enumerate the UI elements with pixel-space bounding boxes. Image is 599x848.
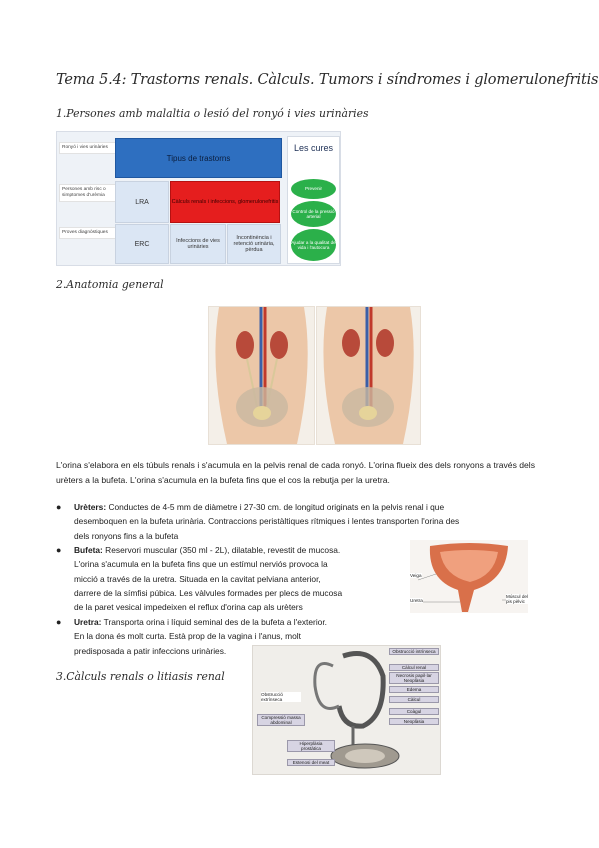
cures-oval-1: Prevenir: [291, 179, 336, 199]
cell-infections: Infeccions de vies urinàries: [170, 224, 226, 264]
bullet-dot: ●: [56, 545, 62, 555]
cures-oval-3: Ajudar a la qualitat de vida i l'autocur…: [291, 229, 336, 261]
disorders-header: Tipus de trastorns: [115, 138, 282, 178]
term-bladder: Bufeta:: [74, 545, 103, 555]
ureters-line-3: dels ronyons fins a la bufeta: [74, 530, 179, 541]
cell-red: Càlculs renals i infeccions, glomerulone…: [170, 181, 280, 223]
diagram-right-label-7: Neoplàsia: [389, 718, 439, 726]
section-2-heading: 2.Anatomia general: [56, 278, 164, 291]
diagram-left-label-4: Estenosi del meat: [287, 759, 335, 767]
cures-panel: Les cures Prevenir Control de la pressió…: [287, 136, 340, 264]
term-urethra: Uretra:: [74, 617, 102, 627]
diagram-right-label-5: Càlcul: [389, 696, 439, 704]
row-label-2: Persones amb risc o simptomes d'urèmia: [59, 184, 119, 202]
urethra-line-2: En la dona és molt curta. Està prop de l…: [74, 631, 301, 642]
urethra-line-1: Transporta orina i líquid seminal des de…: [101, 617, 327, 627]
section-1-heading: 1.Persones amb malaltia o lesió del rony…: [56, 107, 369, 120]
bladder-illustration: Veiga Uretra Múscul del pis pèlvic: [410, 540, 528, 613]
bladder-line-1: Reservori muscular (350 ml - 2L), dilata…: [102, 545, 341, 555]
bullet-bladder: ● Bufeta: Reservori muscular (350 ml - 2…: [56, 543, 404, 614]
diagram-right-label-3: Necrosis papil·lar Neoplàsia: [389, 672, 439, 685]
document-title: Tema 5.4: Trastorns renals. Càlculs. Tum…: [56, 72, 599, 88]
diagram-right-label-1: Obstrucció intrínseca: [389, 648, 439, 656]
bladder-line-4: darrere de la símfisi púbica. Les vàlvul…: [74, 587, 343, 598]
cell-lra: LRA: [115, 181, 169, 223]
bladder-label-2: Uretra: [410, 598, 423, 604]
bullet-dot: ●: [56, 502, 62, 512]
diagram-left-label-3: Hiperplàsia prostàtica: [287, 740, 335, 753]
urethra-line-3: predisposada a patir infeccions urinàrie…: [74, 645, 227, 656]
ureters-line-1: Conductes de 4-5 mm de diàmetre i 27-30 …: [106, 502, 445, 512]
obstruction-diagram: Obstrucció extrínseca Compressió massa a…: [252, 645, 441, 775]
ureters-line-2: desemboquen en la bufeta urinària. Contr…: [74, 516, 460, 527]
bullet-ureters: ● Urèters: Conductes de 4-5 mm de diàmet…: [56, 500, 546, 543]
cures-oval-2: Control de la pressió arterial: [291, 201, 336, 227]
bullet-urethra: ● Uretra: Transporta orina i líquid semi…: [56, 615, 404, 658]
anatomy-illustration-left: [208, 306, 315, 445]
bladder-line-2: L'orina s'acumula en la bufeta fins que …: [74, 559, 328, 570]
disorders-infographic: Ronyó i vies urinàries Persones amb risc…: [56, 131, 341, 266]
section-3-heading: 3.Càlculs renals o litiasis renal: [56, 670, 225, 683]
cell-incontinence: Incontinència i retenció urinària, pèrdu…: [227, 224, 281, 264]
row-label-3: Proves diagnòstiques: [59, 227, 119, 239]
intro-paragraph: L'orina s'elabora en els túbuls renals i…: [56, 460, 536, 485]
cell-erc: ERC: [115, 224, 169, 264]
diagram-right-label-6: Coàgul: [389, 708, 439, 716]
term-ureters: Urèters:: [74, 502, 107, 512]
diagram-left-label-1: Obstrucció extrínseca: [261, 692, 301, 703]
anatomy-illustration-right: [316, 306, 421, 445]
diagram-right-label-4: Edema: [389, 686, 439, 694]
row-label-1: Ronyó i vies urinàries: [59, 142, 119, 154]
diagram-left-label-2: Compressió massa abdominal: [257, 714, 305, 727]
cures-title: Les cures: [293, 143, 334, 153]
bladder-line-3: micció a través de la uretra. Situada en…: [74, 573, 321, 584]
bullet-dot: ●: [56, 617, 62, 627]
bladder-label-1: Veiga: [410, 573, 422, 579]
bladder-line-5: de la paret vesical impedeixen el reflux…: [74, 602, 303, 613]
bladder-label-3: Múscul del pis pèlvic: [506, 594, 528, 605]
diagram-right-label-2: Càlcul renal: [389, 664, 439, 672]
